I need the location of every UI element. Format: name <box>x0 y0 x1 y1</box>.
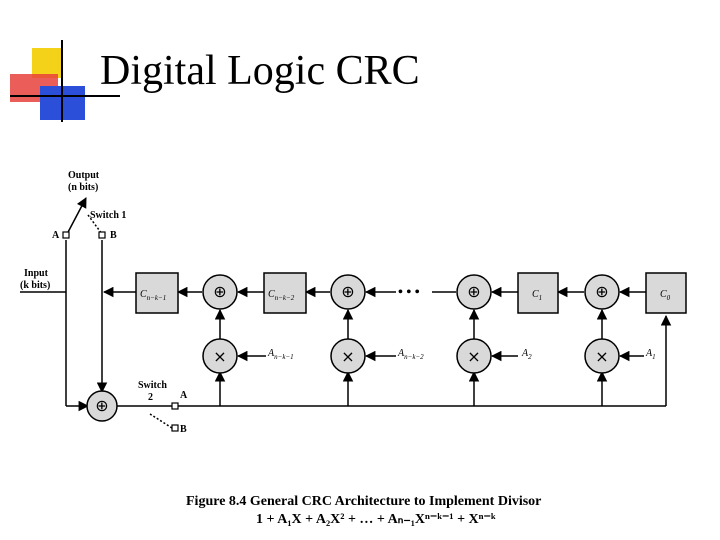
multiplier-2 <box>330 338 366 374</box>
xor-gate-4 <box>584 274 620 310</box>
xor-symbol-1: ⊕ <box>213 282 226 301</box>
coef-a-1: A1 <box>645 348 656 361</box>
mult-symbol-2: × <box>341 347 354 366</box>
switch2-terminal-b <box>171 424 179 432</box>
switch1-a-label: A <box>52 230 60 241</box>
xor-symbol-4: ⊕ <box>595 282 608 301</box>
figure-caption: Figure 8.4 General CRC Architecture to I… <box>186 494 541 527</box>
multiplier-1 <box>202 338 238 374</box>
slide-title: Digital Logic CRC <box>100 48 420 94</box>
register-c-n-k-2-label: Cn−k−2 <box>268 289 295 302</box>
mult-symbol-1: × <box>213 347 226 366</box>
switch2-terminal-a <box>171 402 179 410</box>
switch1-label: Switch 1 <box>90 210 126 221</box>
input-label: Input <box>24 268 49 279</box>
registers <box>135 272 687 314</box>
xor-gate-feedback <box>86 390 118 422</box>
switch-terminals <box>62 231 179 432</box>
switch1-terminal-a <box>62 231 70 239</box>
crc-diagram <box>20 197 672 429</box>
coef-a-n-k-2: An−k−2 <box>397 348 424 361</box>
register-c-0-label: C0 <box>660 289 671 302</box>
xor-symbol-feedback: ⊕ <box>95 396 108 415</box>
output-bits: (n bits) <box>68 182 98 193</box>
register-c-n-k-1-label: Cn−k−1 <box>140 289 166 302</box>
switch2-number: 2 <box>148 392 153 403</box>
coef-a-n-k-1: An−k−1 <box>267 348 294 361</box>
corner-logo <box>10 40 120 122</box>
multipliers <box>202 338 620 374</box>
switch1-b-label: B <box>110 230 117 241</box>
caption-line-2: 1 + A₁X + A₂X² + … + Aₙ₋₁Xⁿ⁻ᵏ⁻¹ + Xⁿ⁻ᵏ <box>256 512 496 527</box>
switch1-terminal-b <box>98 231 106 239</box>
diagram-labels: Output (n bits) Switch 1 A B Input (k bi… <box>20 170 671 435</box>
switch2-a-label: A <box>180 390 188 401</box>
input-bits: (k bits) <box>20 280 50 291</box>
chain-ellipsis: • • • <box>398 285 420 300</box>
register-c-0 <box>645 272 687 314</box>
xor-gate-2 <box>330 274 366 310</box>
xor-gate-1 <box>202 274 238 310</box>
switch2-b-label: B <box>180 424 187 435</box>
mult-symbol-3: × <box>467 347 480 366</box>
multiplier-3 <box>456 338 492 374</box>
coef-a-2: A2 <box>521 348 532 361</box>
register-c-1-label: C1 <box>532 289 542 302</box>
caption-line-1: Figure 8.4 General CRC Architecture to I… <box>186 494 541 509</box>
register-c-n-k-1 <box>135 272 179 314</box>
register-c-n-k-2 <box>263 272 307 314</box>
mult-symbol-4: × <box>595 347 608 366</box>
multiplier-4 <box>584 338 620 374</box>
output-label: Output <box>68 170 100 181</box>
xor-symbol-3: ⊕ <box>467 282 480 301</box>
xor-gate-3 <box>456 274 492 310</box>
switch2-dashed <box>149 413 173 429</box>
register-c-1 <box>517 272 559 314</box>
switch2-label: Switch <box>138 380 167 391</box>
logo-yellow-square <box>32 48 62 78</box>
output-line <box>65 197 87 237</box>
xor-gates <box>86 274 620 422</box>
xor-symbol-2: ⊕ <box>341 282 354 301</box>
